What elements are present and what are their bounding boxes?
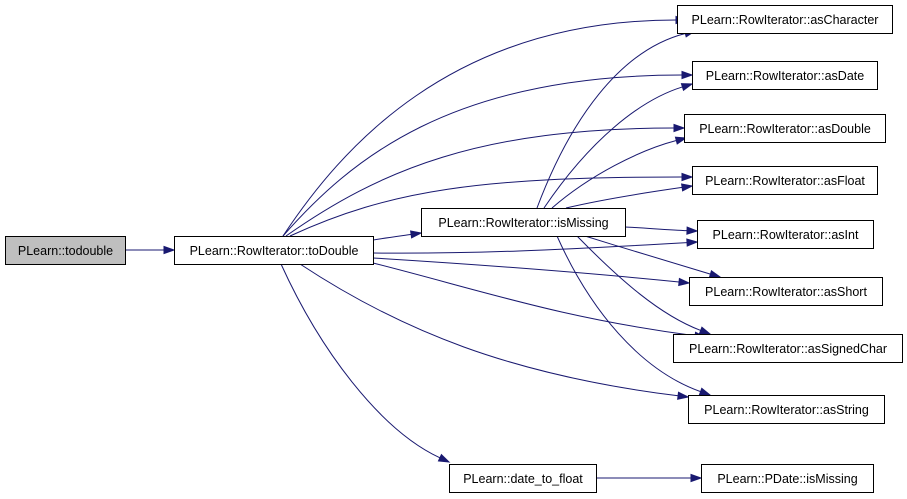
edge-toDouble-to-asDouble	[285, 127, 675, 237]
node-asFloat[interactable]: PLearn::RowIterator::asFloat	[692, 166, 878, 195]
edge-arrowhead-asFloat	[681, 172, 694, 182]
node-asDate[interactable]: PLearn::RowIterator::asDate	[692, 61, 878, 90]
edge-isMissing-to-asShort	[584, 235, 711, 275]
node-label-isMissing: PLearn::RowIterator::isMissing	[438, 216, 608, 230]
node-box-toDouble[interactable]	[174, 236, 374, 265]
node-asDouble[interactable]: PLearn::RowIterator::asDouble	[684, 114, 886, 143]
node-box-date_to_float[interactable]	[449, 464, 597, 493]
edge-arrowhead-isMissing	[410, 230, 423, 239]
edge-arrowhead-asShort	[708, 269, 722, 279]
node-box-asCharacter[interactable]	[677, 5, 893, 34]
edge-arrowhead-asShort	[678, 277, 691, 287]
edge-toDouble-to-isMissing	[372, 233, 412, 241]
node-box-todouble[interactable]	[5, 236, 126, 265]
node-asShort[interactable]: PLearn::RowIterator::asShort	[689, 277, 883, 306]
edge-arrowhead-asString	[698, 387, 712, 396]
node-label-PDateIsMissing: PLearn::PDate::isMissing	[717, 472, 857, 486]
node-toDouble[interactable]: PLearn::RowIterator::toDouble	[174, 236, 374, 265]
edge-toDouble-to-asShort	[372, 257, 680, 283]
edge-arrowhead-asInt	[686, 226, 699, 235]
node-box-asDouble[interactable]	[684, 114, 886, 143]
edge-arrowhead-date_to_float	[437, 453, 451, 463]
node-label-asString: PLearn::RowIterator::asString	[704, 403, 869, 417]
edge-toDouble-to-asFloat	[289, 176, 683, 237]
node-label-asFloat: PLearn::RowIterator::asFloat	[705, 174, 865, 188]
node-box-asString[interactable]	[688, 395, 885, 424]
node-date_to_float[interactable]: PLearn::date_to_float	[449, 464, 597, 493]
node-box-asFloat[interactable]	[692, 166, 878, 195]
edge-toDouble-to-date_to_float	[280, 263, 441, 459]
node-label-asCharacter: PLearn::RowIterator::asCharacter	[692, 13, 879, 27]
edges-layer	[124, 15, 722, 483]
node-PDateIsMissing[interactable]: PLearn::PDate::isMissing	[701, 464, 874, 493]
node-asInt[interactable]: PLearn::RowIterator::asInt	[697, 220, 874, 249]
node-label-toDouble: PLearn::RowIterator::toDouble	[190, 244, 359, 258]
node-label-date_to_float: PLearn::date_to_float	[463, 472, 583, 486]
node-box-PDateIsMissing[interactable]	[701, 464, 874, 493]
edge-arrowhead-toDouble	[163, 245, 176, 255]
node-asSignedChar[interactable]: PLearn::RowIterator::asSignedChar	[673, 334, 903, 363]
edge-toDouble-to-asSignedChar	[372, 262, 696, 337]
edge-isMissing-to-asDouble	[551, 140, 677, 209]
edge-toDouble-to-asDate	[282, 74, 683, 237]
node-isMissing[interactable]: PLearn::RowIterator::isMissing	[421, 208, 626, 237]
edge-isMissing-to-asSignedChar	[576, 235, 701, 331]
node-box-asSignedChar[interactable]	[673, 334, 903, 363]
node-label-asSignedChar: PLearn::RowIterator::asSignedChar	[689, 342, 887, 356]
edge-toDouble-to-asCharacter	[282, 19, 677, 237]
node-asCharacter[interactable]: PLearn::RowIterator::asCharacter	[677, 5, 893, 34]
node-box-asDate[interactable]	[692, 61, 878, 90]
node-label-asDate: PLearn::RowIterator::asDate	[706, 69, 864, 83]
edge-toDouble-to-asInt	[372, 242, 688, 254]
node-box-asShort[interactable]	[689, 277, 883, 306]
node-label-asInt: PLearn::RowIterator::asInt	[713, 228, 859, 242]
edge-isMissing-to-asDate	[543, 86, 683, 209]
edge-arrowhead-PDateIsMissing	[690, 473, 703, 483]
node-box-asInt[interactable]	[697, 220, 874, 249]
edge-arrowhead-asString	[677, 391, 690, 400]
node-label-asDouble: PLearn::RowIterator::asDouble	[699, 122, 871, 136]
node-todouble[interactable]: PLearn::todouble	[5, 236, 126, 265]
node-label-todouble: PLearn::todouble	[18, 244, 113, 258]
edge-isMissing-to-asInt	[624, 226, 688, 232]
edge-arrowhead-asSignedChar	[698, 326, 712, 335]
node-asString[interactable]: PLearn::RowIterator::asString	[688, 395, 885, 424]
edge-arrowhead-asDouble	[673, 123, 686, 133]
edge-arrowhead-asInt	[686, 238, 699, 247]
nodes-layer: PLearn::todouble PLearn::RowIterator::toD…	[5, 5, 903, 493]
node-label-asShort: PLearn::RowIterator::asShort	[705, 285, 867, 299]
edge-arrowhead-asDate	[681, 70, 694, 80]
edge-isMissing-to-asCharacter	[536, 32, 686, 209]
edge-arrowhead-asDate	[680, 83, 694, 92]
edge-arrowhead-asDouble	[674, 136, 688, 145]
edge-isMissing-to-asFloat	[565, 186, 683, 209]
edge-toDouble-to-asString	[299, 263, 679, 397]
edge-arrowhead-asFloat	[681, 183, 694, 192]
edge-isMissing-to-asString	[556, 235, 701, 393]
node-box-isMissing[interactable]	[421, 208, 626, 237]
